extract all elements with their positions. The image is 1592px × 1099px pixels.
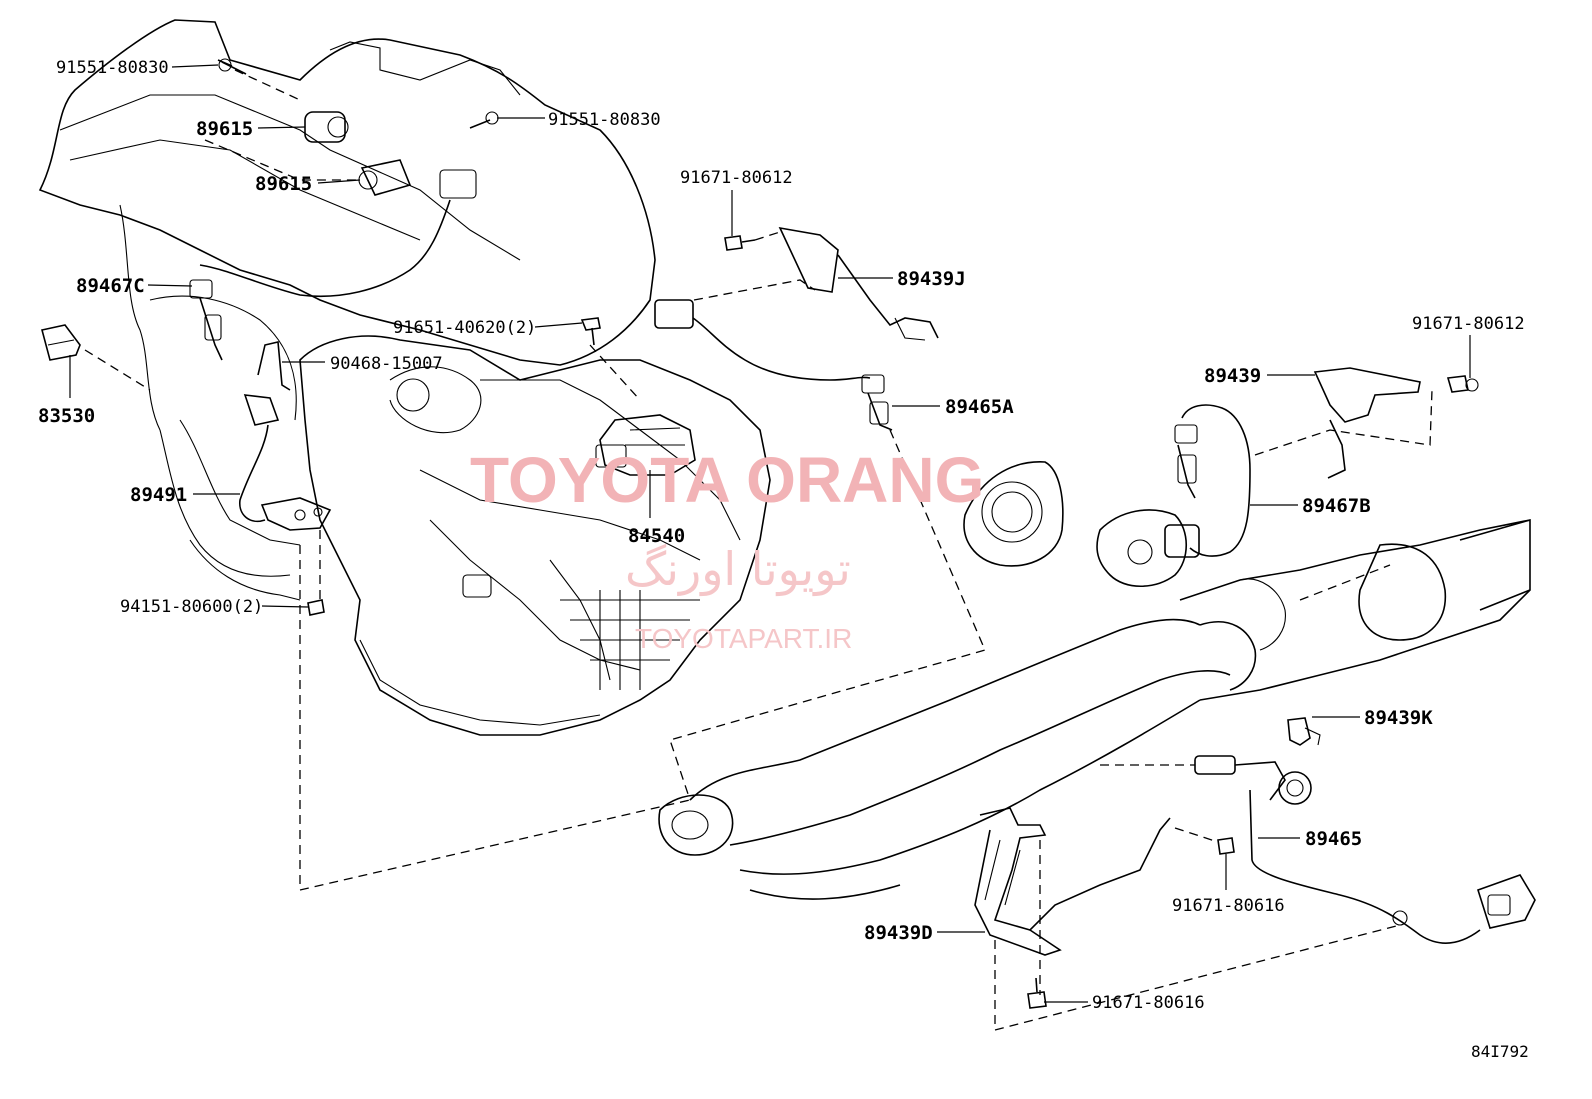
callout-91551-80830-a: 91551-80830 [56, 58, 169, 78]
callout-84540: 84540 [628, 525, 685, 547]
bolt-91551-80830-a [217, 58, 247, 75]
bracket-89439j [778, 226, 939, 341]
watermark-brand: TOYOTA ORANG [470, 444, 984, 516]
sensor-83530 [41, 324, 81, 361]
callout-91651-40620: 91651-40620(2) [393, 318, 536, 338]
callout-89465a: 89465A [945, 396, 1014, 418]
bracket-89439 [1313, 367, 1421, 479]
nut-94151-80600 [307, 599, 325, 616]
bracket-90468-15007 [257, 341, 291, 391]
watermark: TOYOTA ORANG تویوتا اورنگ TOYOTAPART.IR [470, 444, 984, 654]
oxygen-sensor-89465 [1194, 755, 1536, 945]
crank-sensor-89491 [239, 394, 332, 531]
drawing-code: 84I792 [1471, 1042, 1529, 1061]
exhaust-pipe [658, 518, 1531, 900]
watermark-brand-fa: تویوتا اورنگ [625, 542, 851, 597]
callout-89465: 89465 [1305, 828, 1362, 850]
callout-94151-80600: 94151-80600(2) [120, 597, 263, 617]
callout-91671-80616-a: 91671-80616 [1172, 896, 1285, 916]
callout-labels: 91551-80830 89615 89615 91551-80830 9167… [38, 58, 1525, 1013]
bracket-89439d [974, 807, 1171, 956]
callout-83530: 83530 [38, 405, 95, 427]
watermark-site: TOYOTAPART.IR [635, 623, 852, 654]
callout-90468-15007: 90468-15007 [330, 354, 443, 374]
callout-89467b: 89467B [1302, 495, 1371, 517]
bolt-91671-80612-a [724, 235, 756, 251]
bolt-91651-40620 [580, 317, 601, 346]
oxygen-sensor-89465a [654, 299, 893, 431]
callout-89491: 89491 [130, 484, 187, 506]
callout-89615-b: 89615 [255, 173, 312, 195]
reference-lines [84, 69, 1433, 1031]
callout-89439d: 89439D [864, 922, 933, 944]
callout-91551-80830-b: 91551-80830 [548, 110, 661, 130]
callout-89439k: 89439K [1364, 707, 1433, 729]
callout-89439: 89439 [1204, 365, 1261, 387]
oxygen-sensor-89467c [189, 169, 477, 361]
neutral-switch-84540 [595, 414, 696, 476]
callout-91671-80616-b: 91671-80616 [1092, 993, 1205, 1013]
bolt-91671-80616-a [1217, 837, 1235, 855]
clip-89439k [1287, 717, 1321, 746]
leader-lines [69, 64, 1471, 1003]
bolt-91551-80830-b [469, 111, 499, 129]
engine-assembly [38, 19, 771, 736]
bolt-91671-80612-b [1446, 375, 1479, 393]
callout-89467c: 89467C [76, 275, 145, 297]
oxygen-sensor-89467b [1164, 404, 1251, 558]
bolt-91671-80616-b [1027, 977, 1047, 1009]
flange-plate [963, 461, 1187, 587]
callout-89615-a: 89615 [196, 118, 253, 140]
callout-91671-80612-b: 91671-80612 [1412, 314, 1525, 334]
callout-91671-80612-a: 91671-80612 [680, 168, 793, 188]
callout-89439j: 89439J [897, 268, 966, 290]
